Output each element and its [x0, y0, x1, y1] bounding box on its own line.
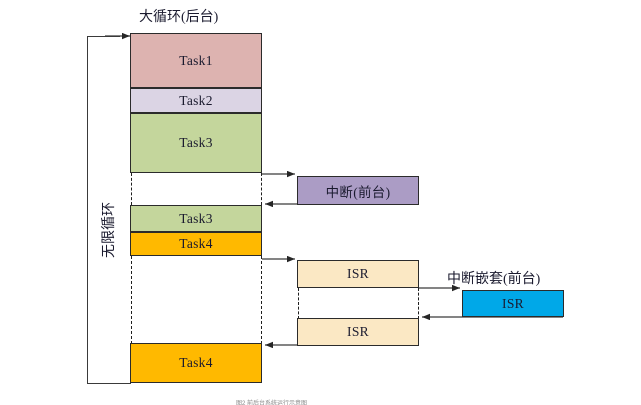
timeline-dash-right-2	[261, 256, 262, 344]
block-isr-first-label: ISR	[347, 266, 369, 281]
title-big-loop: 大循环(后台)	[139, 10, 219, 25]
block-interrupt-foreground: 中断(前台)	[297, 176, 419, 205]
infinite-loop-label: 无限循环	[102, 202, 117, 258]
block-task4: Task4	[130, 232, 262, 256]
block-isr-second-label: ISR	[347, 324, 369, 339]
timeline-dash-right	[261, 173, 262, 205]
isr-dash-right	[418, 288, 419, 319]
bottom-caption: 图2 前后台系统运行示意图	[236, 401, 308, 405]
block-task3-resume: Task3	[130, 205, 262, 232]
block-task4-resume-label: Task4	[179, 355, 213, 370]
block-task1-label: Task1	[179, 52, 213, 68]
block-task4-resume: Task4	[130, 343, 262, 383]
block-isr-nested: ISR	[462, 290, 564, 317]
block-task2: Task2	[130, 88, 262, 113]
block-task3-resume-label: Task3	[179, 210, 213, 226]
block-task3: Task3	[130, 113, 262, 173]
block-isr-second: ISR	[297, 318, 419, 346]
block-task4-label: Task4	[179, 236, 213, 251]
isr-dash-left	[298, 288, 299, 319]
block-isr-first: ISR	[297, 260, 419, 288]
loop-bracket-vertical	[87, 36, 88, 383]
block-task1: Task1	[130, 33, 262, 88]
timeline-dash-left	[131, 173, 132, 205]
block-task3-label: Task3	[179, 135, 213, 150]
block-isr-nested-label: ISR	[502, 295, 524, 311]
loop-bracket-bottom	[87, 383, 131, 384]
loop-bracket-top	[87, 36, 120, 37]
block-interrupt-label: 中断(前台)	[325, 184, 391, 200]
nested-interrupt-title: 中断嵌套(前台)	[447, 272, 541, 287]
block-task2-label: Task2	[179, 92, 213, 108]
timeline-dash-left-2	[131, 256, 132, 344]
